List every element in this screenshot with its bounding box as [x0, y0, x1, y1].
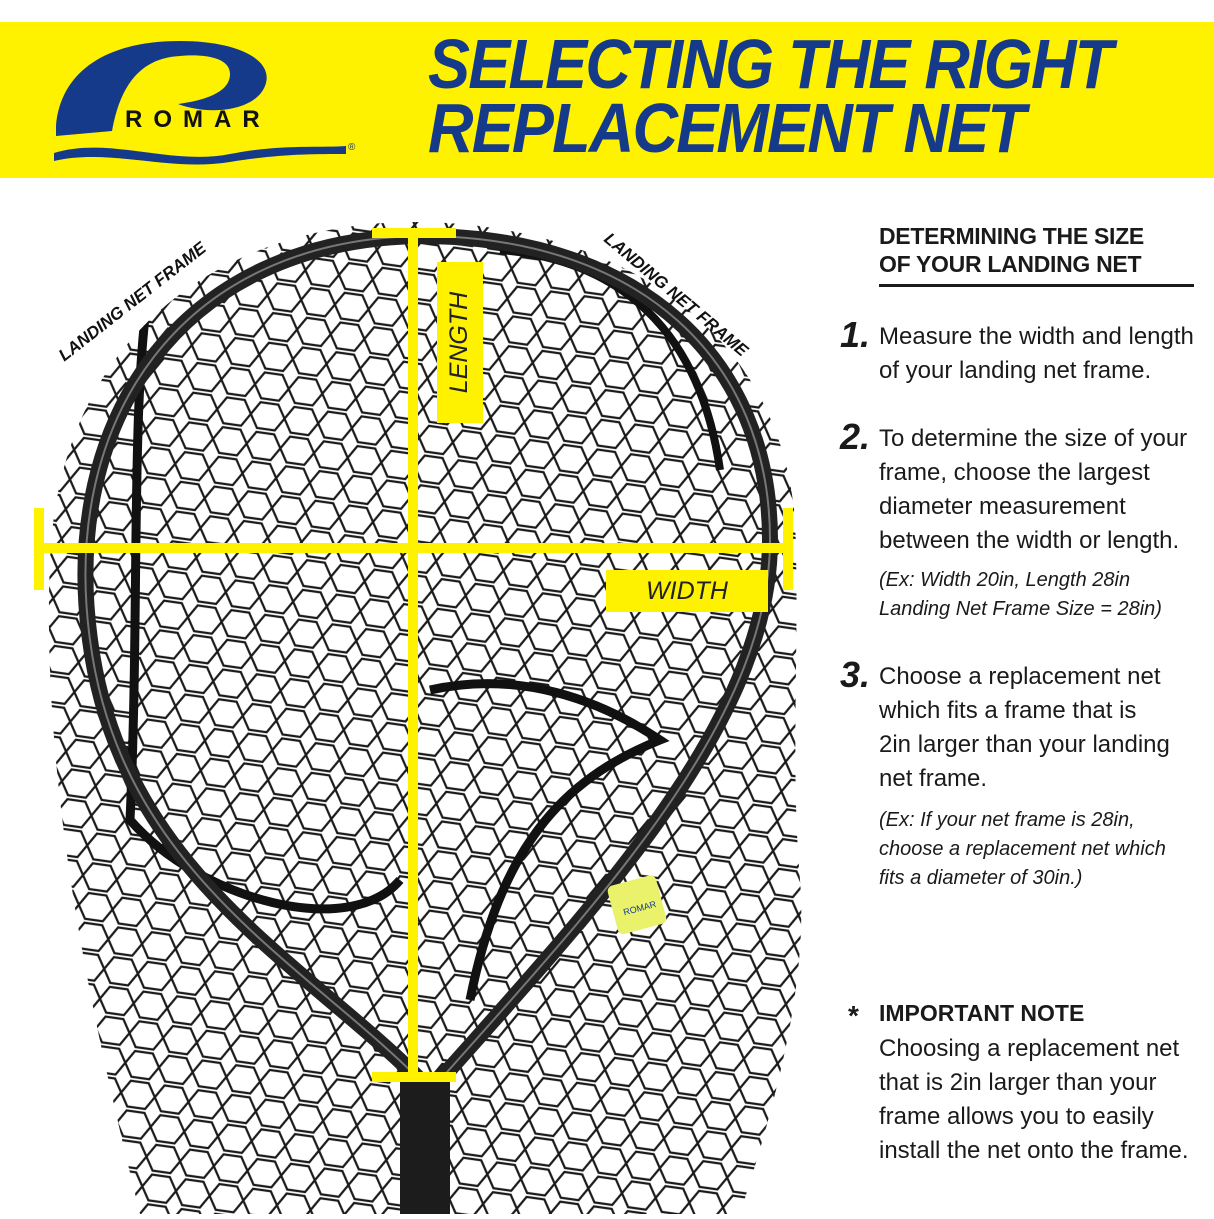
step-example: (Ex: Width 20in, Length 28in Landing Net…: [879, 566, 1209, 624]
step-line: Choose a replacement net: [879, 663, 1161, 690]
net-mesh: [48, 221, 802, 1214]
note-line: frame allows you to easily: [879, 1103, 1154, 1130]
length-line: [408, 232, 418, 1080]
romar-logo: ROMAR ®: [50, 36, 370, 166]
heading-divider: [879, 284, 1194, 287]
step-line: 2in larger than your landing: [879, 731, 1170, 758]
step-number: 3.: [840, 654, 871, 695]
example-line: (Ex: If your net frame is 28in,: [879, 809, 1135, 831]
net-tag: ROMAR: [607, 875, 667, 935]
landing-net-illustration: ROMAR: [0, 178, 830, 1214]
step-line: between the width or length.: [879, 527, 1180, 554]
length-label: LENGTH: [445, 291, 474, 394]
note-line: that is 2in larger than your: [879, 1069, 1157, 1096]
step-number: 2.: [840, 416, 871, 457]
example-line: (Ex: Width 20in, Length 28in: [879, 569, 1131, 591]
example-line: fits a diameter of 30in.): [879, 867, 1083, 889]
heading-line-1: DETERMINING THE SIZE: [879, 223, 1144, 249]
example-line: Landing Net Frame Size = 28in): [879, 598, 1162, 620]
instructions-heading: DETERMINING THE SIZE OF YOUR LANDING NET: [879, 222, 1144, 278]
asterisk-icon: *: [848, 1000, 859, 1031]
width-right-cap: [783, 508, 793, 590]
step-line: To determine the size of your: [879, 425, 1188, 452]
romar-logo-mark: [54, 41, 346, 165]
registered-mark: ®: [348, 142, 356, 153]
length-bottom-cap: [372, 1072, 456, 1082]
step-number: 1.: [840, 314, 871, 355]
net-drawing: ROMAR: [34, 221, 802, 1214]
step-text: Choose a replacement net which fits a fr…: [879, 660, 1209, 796]
step-line: of your landing net frame.: [879, 357, 1152, 384]
step-text: Measure the width and length of your lan…: [879, 320, 1209, 388]
note-text: Choosing a replacement net that is 2in l…: [879, 1032, 1209, 1168]
width-label-box: WIDTH: [606, 570, 768, 612]
step-line: Measure the width and length: [879, 323, 1194, 350]
heading-line-2: OF YOUR LANDING NET: [879, 251, 1142, 277]
step-line: which fits a frame that is: [879, 697, 1137, 724]
note-line: install the net onto the frame.: [879, 1137, 1189, 1164]
length-label-box: LENGTH: [437, 262, 483, 423]
page-title: SELECTING THE RIGHT REPLACEMENT NET: [428, 25, 1113, 167]
logo-wordmark: ROMAR: [125, 106, 271, 133]
width-left-cap: [34, 508, 44, 590]
step-text: To determine the size of your frame, cho…: [879, 422, 1209, 558]
width-label: WIDTH: [646, 576, 728, 605]
length-top-cap: [372, 228, 456, 238]
net-handle: [400, 1078, 450, 1214]
example-line: choose a replacement net which: [879, 838, 1166, 860]
note-line: Choosing a replacement net: [879, 1035, 1180, 1062]
step-line: net frame.: [879, 765, 988, 792]
width-line: [37, 543, 790, 553]
measure-lines: [34, 228, 793, 1082]
title-line-2: REPLACEMENT NET: [428, 89, 1026, 167]
note-title: IMPORTANT NOTE: [879, 1000, 1085, 1026]
step-line: diameter measurement: [879, 493, 1126, 520]
step-example: (Ex: If your net frame is 28in, choose a…: [879, 806, 1209, 893]
title-line-1: SELECTING THE RIGHT: [428, 25, 1113, 103]
step-line: frame, choose the largest: [879, 459, 1150, 486]
